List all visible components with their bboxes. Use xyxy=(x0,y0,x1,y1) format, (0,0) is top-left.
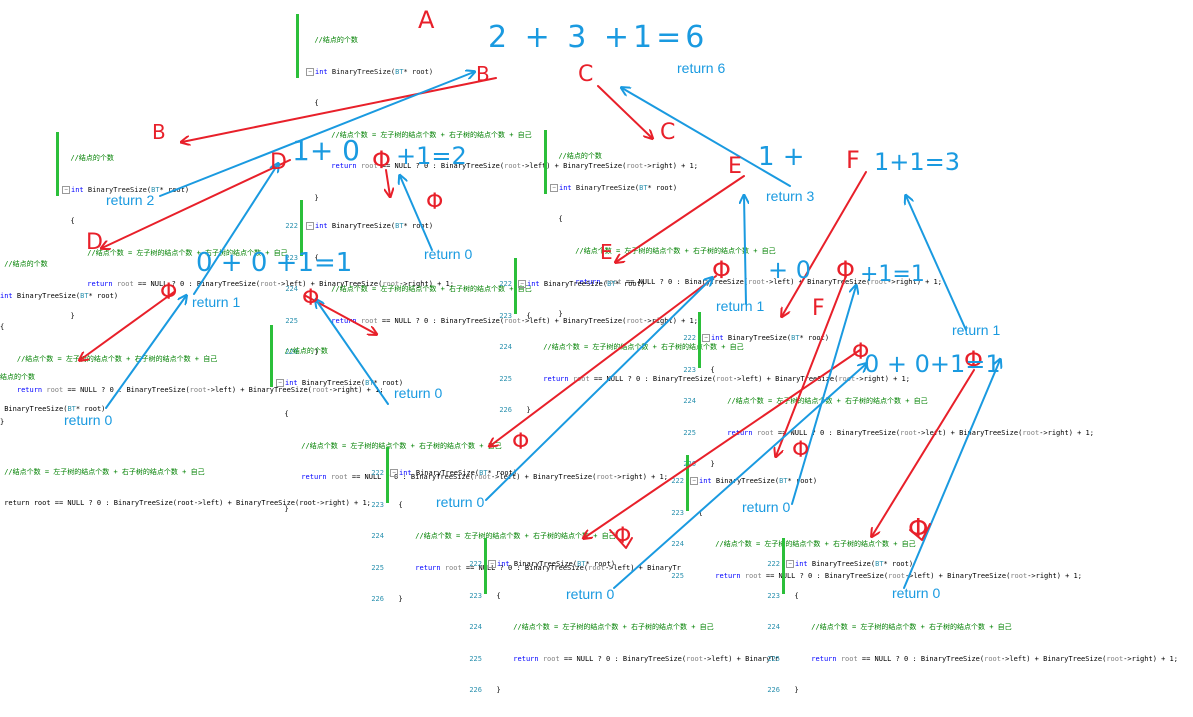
fold-icon[interactable]: − xyxy=(518,280,526,288)
sum-b-tail: +1=2 xyxy=(396,142,467,170)
null-mark: Φ xyxy=(426,190,444,215)
node-label-f: F xyxy=(846,146,860,174)
null-mark: Φ xyxy=(908,514,929,544)
fold-icon[interactable]: − xyxy=(550,183,558,192)
node-label-d: D xyxy=(86,230,103,255)
return-label: return 2 xyxy=(106,192,155,208)
return-label: return 3 xyxy=(766,188,815,204)
fold-icon[interactable]: − xyxy=(390,469,398,477)
return-label: return 0 xyxy=(436,494,485,510)
return-label: return 1 xyxy=(952,322,1001,338)
null-mark: Φ xyxy=(852,340,870,365)
sum-e-tail: +1=1 xyxy=(860,262,925,287)
fold-icon[interactable]: − xyxy=(306,222,314,230)
sum-root: 2 + 3 +1=6 xyxy=(488,20,709,55)
code-block-f-left-null: 222 223 224 225 −int BinaryTreeSize(BT* … xyxy=(668,455,1082,580)
fold-icon[interactable]: − xyxy=(488,560,496,568)
null-mark: Φ xyxy=(712,256,731,284)
sum-b: 1+ 0 xyxy=(292,134,360,167)
code-block-f-bottom-null: 222 223 224 225 226 −int BinaryTreeSize(… xyxy=(764,538,1184,694)
code-block-bar xyxy=(296,14,299,78)
return-label: return 0 xyxy=(424,246,473,262)
return-label: return 1 xyxy=(716,298,765,314)
code-comment: //结点的个数 xyxy=(314,36,358,44)
node-label-f: F xyxy=(812,296,825,321)
node-label-b: B xyxy=(476,62,490,86)
null-mark: Φ xyxy=(964,346,983,374)
null-mark: Φ xyxy=(614,524,632,549)
sum-f: 0 + 0+1=1 xyxy=(864,350,1001,378)
node-label-b: B xyxy=(152,120,166,144)
code-block-d-left-null: 结点的个数 BinaryTreeSize(BT* root) //结点个数 = … xyxy=(0,373,371,507)
return-label: return 0 xyxy=(566,586,615,602)
fold-icon[interactable]: − xyxy=(306,67,314,76)
null-mark: Φ xyxy=(836,256,855,284)
node-label-c: C xyxy=(578,62,594,87)
sum-c-tail: 1+1=3 xyxy=(874,148,961,176)
sum-d: 0 + 0 +1=1 xyxy=(196,248,353,278)
sum-c: 1 + xyxy=(758,142,805,172)
node-label-a: A xyxy=(418,6,435,34)
return-label: return 1 xyxy=(192,294,241,310)
node-label-e: E xyxy=(728,154,742,179)
sum-e: + 0 xyxy=(768,256,812,284)
fold-icon[interactable]: − xyxy=(276,378,284,387)
null-mark: Φ xyxy=(160,280,178,305)
node-label-c: C xyxy=(660,120,676,145)
fold-icon[interactable]: − xyxy=(786,560,794,568)
null-mark: Φ xyxy=(512,430,530,455)
return-label: return 0 xyxy=(394,385,443,401)
null-mark: Φ xyxy=(372,146,391,174)
return-label: return 0 xyxy=(892,585,941,601)
node-label-d: D xyxy=(270,150,287,175)
null-mark: Φ xyxy=(302,286,320,311)
code-block-e-null: 222 223 224 225 226 −int BinaryTreeSize(… xyxy=(368,447,681,603)
null-mark: Φ xyxy=(792,438,810,463)
return-label: return 0 xyxy=(742,499,791,515)
node-label-e: E xyxy=(600,240,613,264)
fold-icon[interactable]: − xyxy=(690,477,698,485)
fold-icon[interactable]: − xyxy=(62,185,70,194)
fold-icon[interactable]: − xyxy=(702,334,710,342)
return-label: return 0 xyxy=(64,412,113,428)
return-label: return 6 xyxy=(677,60,726,76)
